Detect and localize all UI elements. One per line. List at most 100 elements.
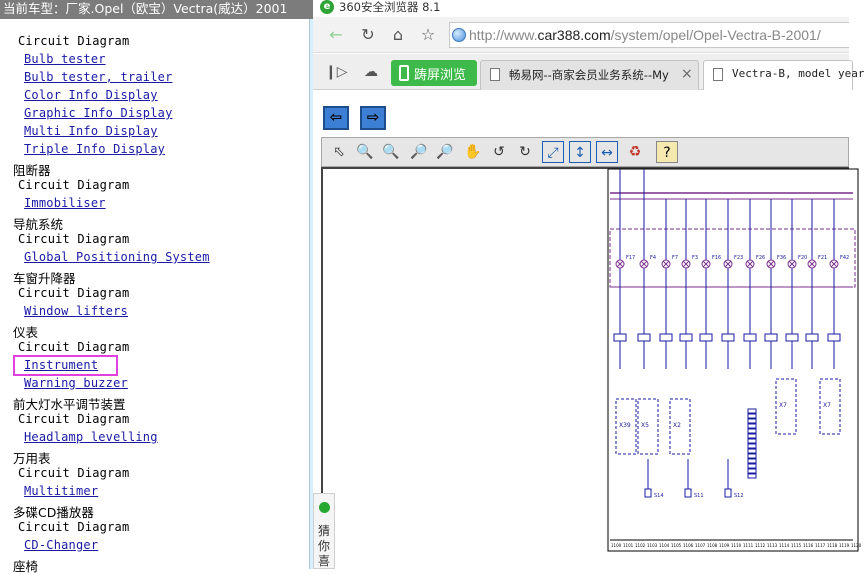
tab-label: Vectra-B, model year [732,67,864,80]
link-global-positioning-system[interactable]: Global Positioning System [24,250,210,264]
terminal-block [747,463,757,469]
tab-merchant-system[interactable]: 畅易网--商家会员业务系统--My × [480,60,699,90]
recommend-label: 猜你喜 [318,524,331,568]
module-label: X2 [673,422,681,429]
reference-number: 1110 [731,543,742,548]
circuit-diagram-heading: Circuit Diagram [18,286,130,300]
link-headlamp-levelling[interactable]: Headlamp levelling [24,430,158,444]
category-heading: 多碟CD播放器 [13,505,94,520]
reference-number: 1104 [659,543,670,548]
fit-page-icon[interactable]: ⤢ [542,141,564,163]
recommend-strip[interactable]: 猜你喜 [313,493,335,569]
reference-number: 1113 [767,543,778,548]
fuse-label: F23 [734,255,743,261]
address-bar[interactable]: http://www.car388.com/system/opel/Opel-V… [449,22,849,48]
navigation-bar: ← ↻ ⌂ ☆ http://www.car388.com/system/ope… [313,17,849,53]
link-cd-changer[interactable]: CD-Changer [24,538,99,552]
reference-number: 1120 [851,543,862,548]
category-heading: 车窗升降器 [13,271,76,286]
fit-width-icon[interactable]: ↔ [596,141,618,163]
browser-title-bar: e 360安全浏览器 8.1 [313,0,849,16]
link-instrument[interactable]: Instrument [24,358,99,372]
lamp-symbol [724,260,732,268]
reference-number: 1111 [743,543,754,548]
close-icon[interactable]: × [681,66,693,82]
sidebar-toggle-icon[interactable]: ❙▷ [325,64,348,80]
circuit-diagram-heading: Circuit Diagram [18,412,130,426]
fuse-label: F20 [798,255,807,261]
reference-number: 1112 [755,543,766,548]
rotate-left-icon[interactable]: ↺ [493,144,505,160]
zoom-out-icon[interactable]: 🔍 [382,144,400,160]
reference-number: 1109 [719,543,730,548]
fuse-label: F42 [840,255,849,261]
back-icon[interactable]: ← [329,25,343,44]
refresh-icon[interactable]: ↻ [361,25,375,44]
pan-hand-icon[interactable]: ✋ [464,144,482,160]
connector [679,333,693,342]
page-icon [490,68,500,81]
browser-title: 360安全浏览器 8.1 [339,0,441,14]
fuse-label: F21 [818,255,827,261]
switch-label: S11 [694,493,704,499]
lamp-symbol [702,260,710,268]
tab-vectra[interactable]: Vectra-B, model year [703,60,864,90]
diagram-border [607,168,859,552]
category-heading: 万用表 [13,451,51,466]
reference-number: 1119 [839,543,850,548]
connector [613,333,627,342]
favorite-star-icon[interactable]: ☆ [420,25,436,44]
prev-page-button[interactable]: ⇦ [323,106,349,130]
switch-symbol [644,488,652,498]
reference-number: 1115 [791,543,802,548]
link-bulb-tester[interactable]: Bulb tester [24,52,106,66]
link-color-info-display[interactable]: Color Info Display [24,88,158,102]
fuse-label: F16 [712,255,721,261]
rotate-right-icon[interactable]: ↻ [519,144,531,160]
terminal-block [747,443,757,449]
fuse-label: F17 [626,255,635,261]
panel-divider [309,19,313,569]
lamp-symbol [746,260,754,268]
zoom-in-icon[interactable]: 🔍 [356,144,374,160]
viewer-toolbar: ⬁ 🔍 🔍 🔎 🔎 ✋ ↺ ↻ ⤢ ↕ ↔ ♻ ? [321,137,849,167]
module-label: X7 [823,402,831,409]
circuit-diagram-heading: Circuit Diagram [18,466,130,480]
module-label: X7 [779,402,787,409]
circuit-diagram-heading: Circuit Diagram [18,178,130,192]
home-icon[interactable]: ⌂ [392,25,404,44]
link-immobiliser[interactable]: Immobiliser [24,196,106,210]
link-window-lifters[interactable]: Window lifters [24,304,128,318]
tab-screen-browse[interactable]: 踌屏浏览 [391,60,477,86]
terminal-block [747,473,757,479]
next-page-button[interactable]: ⇨ [360,106,386,130]
link-graphic-info-display[interactable]: Graphic Info Display [24,106,173,120]
zoom-icon[interactable]: 🔎 [410,144,428,160]
circuit-diagram-heading: Circuit Diagram [18,232,130,246]
link-warning-buzzer[interactable]: Warning buzzer [24,376,128,390]
module-label: X5 [641,422,649,429]
lamp-symbol [682,260,690,268]
module-box [669,398,691,455]
fit-height-icon[interactable]: ↕ [569,141,591,163]
cloud-icon[interactable]: ☁ [364,64,378,80]
zoom-area-icon[interactable]: 🔎 [436,144,454,160]
link-multitimer[interactable]: Multitimer [24,484,99,498]
tab-label: 踌屏浏览 [414,68,467,83]
module-box [637,398,659,455]
lamp-symbol [640,260,648,268]
reference-number: 1101 [623,543,634,548]
select-pointer-icon[interactable]: ⬁ [333,144,345,160]
page-icon [713,68,723,81]
help-icon[interactable]: ? [656,141,678,163]
terminal-block [747,423,757,429]
layers-icon[interactable]: ♻ [628,144,642,160]
link-multi-info-display[interactable]: Multi Info Display [24,124,158,138]
link-bulb-tester-trailer[interactable]: Bulb tester, trailer [24,70,173,84]
link-triple-info-display[interactable]: Triple Info Display [24,142,166,156]
connector [764,333,778,342]
terminal-block [747,468,757,474]
